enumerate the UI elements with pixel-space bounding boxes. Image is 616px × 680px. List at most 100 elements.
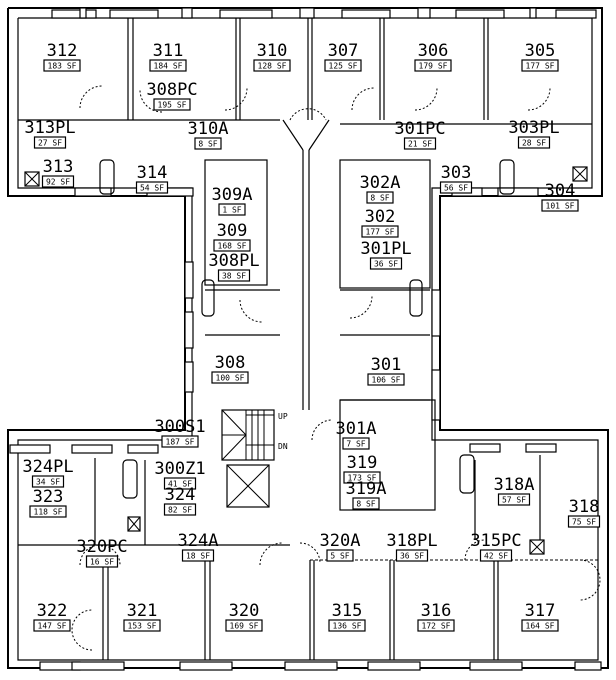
area-box (149, 59, 187, 72)
room-area: 164 SF (526, 622, 555, 631)
area-box (361, 225, 399, 238)
room-area: 8 SF (370, 194, 389, 203)
room-number: 307 (328, 41, 359, 61)
room-number: 305 (525, 41, 556, 61)
room-number: 301PL (360, 239, 411, 259)
room-area: 106 SF (372, 376, 401, 385)
room-area: 8 SF (198, 140, 217, 149)
room-number: 306 (418, 41, 449, 61)
area-box (213, 239, 251, 252)
area-box (541, 199, 579, 212)
room-number: 321 (127, 601, 158, 621)
room-area: 27 SF (38, 139, 62, 148)
area-box (85, 555, 119, 568)
room-area: 125 SF (329, 62, 358, 71)
area-box (31, 475, 65, 488)
room-number: 301PC (394, 119, 445, 139)
room-number: 302A (360, 173, 401, 193)
room-area: 177 SF (366, 228, 395, 237)
area-box (181, 549, 215, 562)
room-area: 1 SF (222, 206, 241, 215)
area-box (521, 59, 559, 72)
room-number: 314 (137, 163, 168, 183)
room-area: 118 SF (34, 508, 63, 517)
room-area: 5 SF (330, 552, 349, 561)
room-area: 18 SF (186, 552, 210, 561)
area-box (123, 619, 161, 632)
area-box (403, 137, 437, 150)
area-box (225, 619, 263, 632)
room-number: 308PL (208, 251, 259, 271)
room-number: 308 (215, 353, 246, 373)
room-number: 303PL (508, 118, 559, 138)
room-area: 173 SF (348, 474, 377, 483)
room-area: 75 SF (572, 518, 596, 527)
area-box (135, 181, 169, 194)
room-number: 302 (365, 207, 396, 227)
room-area: 41 SF (168, 480, 192, 489)
room-number: 319 (347, 453, 378, 473)
area-box (369, 257, 403, 270)
area-box (41, 175, 75, 188)
area-box (163, 477, 197, 490)
room-area: 56 SF (444, 184, 468, 193)
room-area: 34 SF (36, 478, 60, 487)
room-number: 309 (217, 221, 248, 241)
room-number: 320PC (76, 537, 127, 557)
room-number: 301 (371, 355, 402, 375)
room-area: 183 SF (48, 62, 77, 71)
interior-walls (18, 18, 601, 660)
area-box (417, 619, 455, 632)
room-area: 101 SF (546, 202, 575, 211)
room-number: 304 (545, 181, 576, 201)
area-box (218, 203, 246, 216)
room-area: 128 SF (258, 62, 287, 71)
stair-up-label: UP (278, 412, 288, 421)
room-area: 38 SF (222, 272, 246, 281)
room-area: 172 SF (422, 622, 451, 631)
room-area: 187 SF (166, 438, 195, 447)
area-box (211, 371, 249, 384)
room-area: 57 SF (502, 496, 526, 505)
room-area: 36 SF (400, 552, 424, 561)
area-box (253, 59, 291, 72)
room-area: 92 SF (46, 178, 70, 187)
room-number: 318 (569, 497, 600, 517)
room-number: 323 (33, 487, 64, 507)
area-box (161, 435, 199, 448)
area-box (497, 493, 531, 506)
area-box (33, 619, 71, 632)
area-box (521, 619, 559, 632)
area-box (29, 505, 67, 518)
room-area: 136 SF (333, 622, 362, 631)
room-number: 312 (47, 41, 78, 61)
room-number: 322 (37, 601, 68, 621)
room-area: 28 SF (522, 139, 546, 148)
